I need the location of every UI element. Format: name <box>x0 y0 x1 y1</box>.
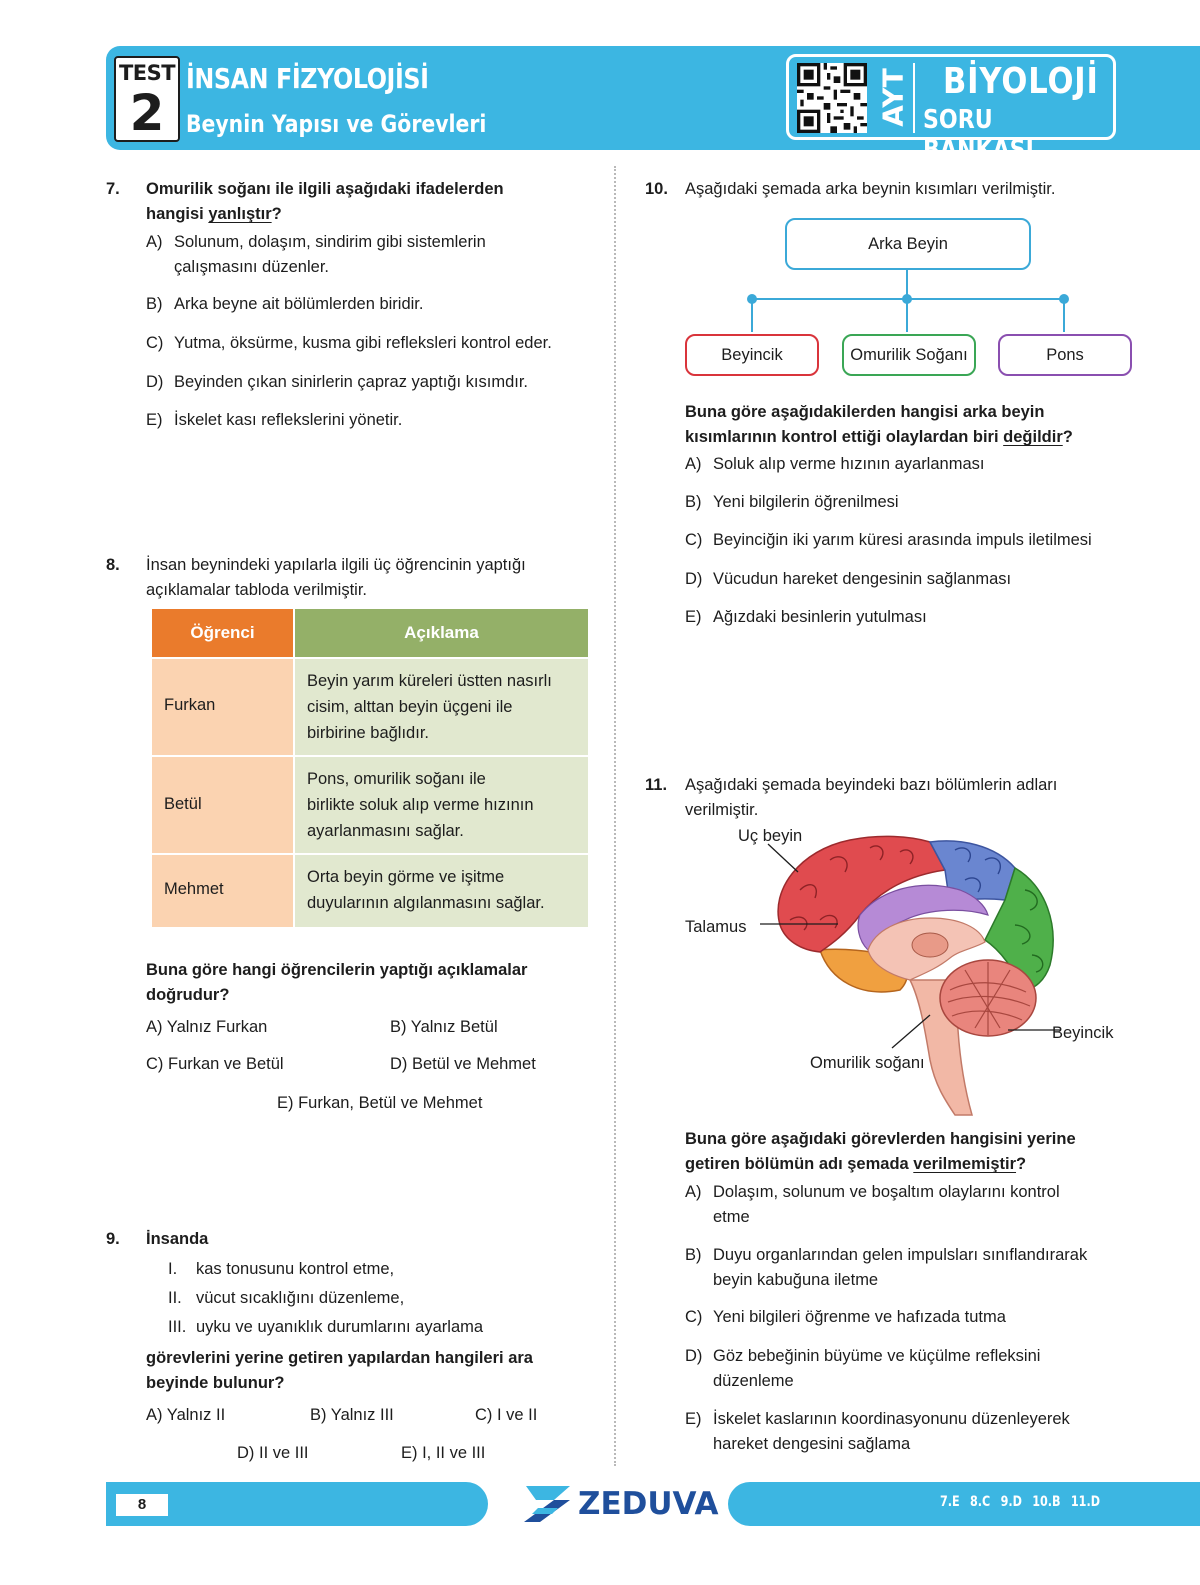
question-stem: Aşağıdaki şemada arka beynin kısımları v… <box>685 180 1056 198</box>
exam-label: AYT <box>876 67 910 127</box>
question-stem: İnsan beynindeki yapılarla ilgili üç öğr… <box>146 556 526 574</box>
label-omurilik-sogani: Omurilik soğanı <box>810 1054 925 1072</box>
hindbrain-diagram <box>747 268 1069 332</box>
question-prompt: Buna göre hangi öğrencilerin yaptığı açı… <box>146 961 528 979</box>
student-name: Betül <box>164 795 202 813</box>
option-e[interactable]: E) I, II ve III <box>401 1444 486 1462</box>
test-label: TEST <box>118 61 176 85</box>
question-prompt: görevlerini yerine getiren yapılardan ha… <box>146 1349 533 1367</box>
option-e[interactable]: E) Furkan, Betül ve Mehmet <box>277 1094 483 1112</box>
column-divider <box>614 166 616 1466</box>
book-subtitle: SORU BANKASI <box>923 105 1034 165</box>
option-a[interactable]: A) Yalnız II <box>146 1406 226 1424</box>
table-header-explanation: Açıklama <box>295 609 588 657</box>
diagram-node-root: Arka Beyin <box>785 218 1031 270</box>
diagram-node-pons: Pons <box>998 334 1132 376</box>
student-name: Furkan <box>164 696 216 714</box>
book-brand: AYT BİYOLOJİ SORU BANKASI <box>786 54 1116 165</box>
table-row: Furkan Beyin yarım küreleri üstten nasır… <box>152 659 588 755</box>
publisher-name: ZEDUVA <box>578 1486 719 1522</box>
student-name: Mehmet <box>164 880 224 898</box>
question-prompt: kısımlarının kontrol ettiği olaylardan b… <box>685 428 1073 446</box>
answer-key: 7.E 8.C 9.D 10.B 11.D <box>940 1494 1101 1510</box>
question-stem: Aşağıdaki şemada beyindeki bazı bölümler… <box>685 776 1058 794</box>
zeduva-logo-icon <box>524 1486 570 1522</box>
table-header-student: Öğrenci <box>152 609 293 657</box>
question-intro: İnsanda <box>146 1230 209 1248</box>
publisher-logo: ZEDUVA <box>524 1484 718 1524</box>
question-prompt: doğrudur? <box>146 986 230 1004</box>
brand-divider <box>913 63 915 133</box>
option-c[interactable]: C) I ve II <box>475 1406 538 1424</box>
diagram-node-omurilik: Omurilik Soğanı <box>842 334 976 376</box>
label-uc-beyin: Uç beyin <box>738 827 803 845</box>
test-badge: TEST 2 <box>114 56 180 142</box>
question-number: 7. <box>106 180 120 198</box>
option-d[interactable]: D) Betül ve Mehmet <box>390 1055 536 1073</box>
roman-item: I.kas tonusunu kontrol etme, <box>168 1260 395 1278</box>
question-stem: hangisi yanlıştır? <box>146 205 282 223</box>
page-number: 8 <box>116 1494 168 1516</box>
question-prompt: beyinde bulunur? <box>146 1374 285 1392</box>
brain-illustration <box>760 835 1060 1116</box>
qr-code-icon <box>797 63 867 133</box>
question-prompt: getiren bölümün adı şemada verilmemiştir… <box>685 1155 1027 1173</box>
option-c[interactable]: C) Furkan ve Betül <box>146 1055 284 1073</box>
option-b[interactable]: B) Yalnız III <box>310 1406 394 1424</box>
option-b[interactable]: B) Yalnız Betül <box>390 1018 498 1036</box>
diagram-node-beyincik: Beyincik <box>685 334 819 376</box>
question-number: 11. <box>645 776 668 794</box>
roman-item: II.vücut sıcaklığını düzenleme, <box>168 1289 405 1307</box>
question-number: 8. <box>106 556 120 574</box>
question-stem: verilmiştir. <box>685 801 759 819</box>
question-prompt: Buna göre aşağıdaki görevlerden hangisin… <box>685 1130 1076 1148</box>
unit-title: İNSAN FİZYOLOJİSİ <box>186 62 429 95</box>
label-talamus: Talamus <box>685 918 747 936</box>
question-stem: Omurilik soğanı ile ilgili aşağıdaki ifa… <box>146 180 504 198</box>
footer-left-bar: 8 <box>106 1482 488 1526</box>
question-prompt: Buna göre aşağıdakilerden hangisi arka b… <box>685 403 1045 421</box>
option-d[interactable]: D) II ve III <box>237 1444 309 1462</box>
unit-subtitle: Beynin Yapısı ve Görevleri <box>186 110 487 138</box>
option-a[interactable]: A) Yalnız Furkan <box>146 1018 268 1036</box>
test-number: 2 <box>129 84 165 142</box>
roman-item: III.uyku ve uyanıklık durumlarını ayarla… <box>168 1318 484 1336</box>
label-beyincik: Beyincik <box>1052 1024 1114 1042</box>
footer-right-bar: 7.E 8.C 9.D 10.B 11.D <box>728 1482 1200 1526</box>
question-number: 10. <box>645 180 668 198</box>
question-number: 9. <box>106 1230 120 1248</box>
page-header: TEST 2 İNSAN FİZYOLOJİSİ Beynin Yapısı v… <box>106 46 1200 165</box>
question-stem: açıklamalar tabloda verilmiştir. <box>146 581 367 599</box>
book-title: BİYOLOJİ <box>943 61 1099 102</box>
